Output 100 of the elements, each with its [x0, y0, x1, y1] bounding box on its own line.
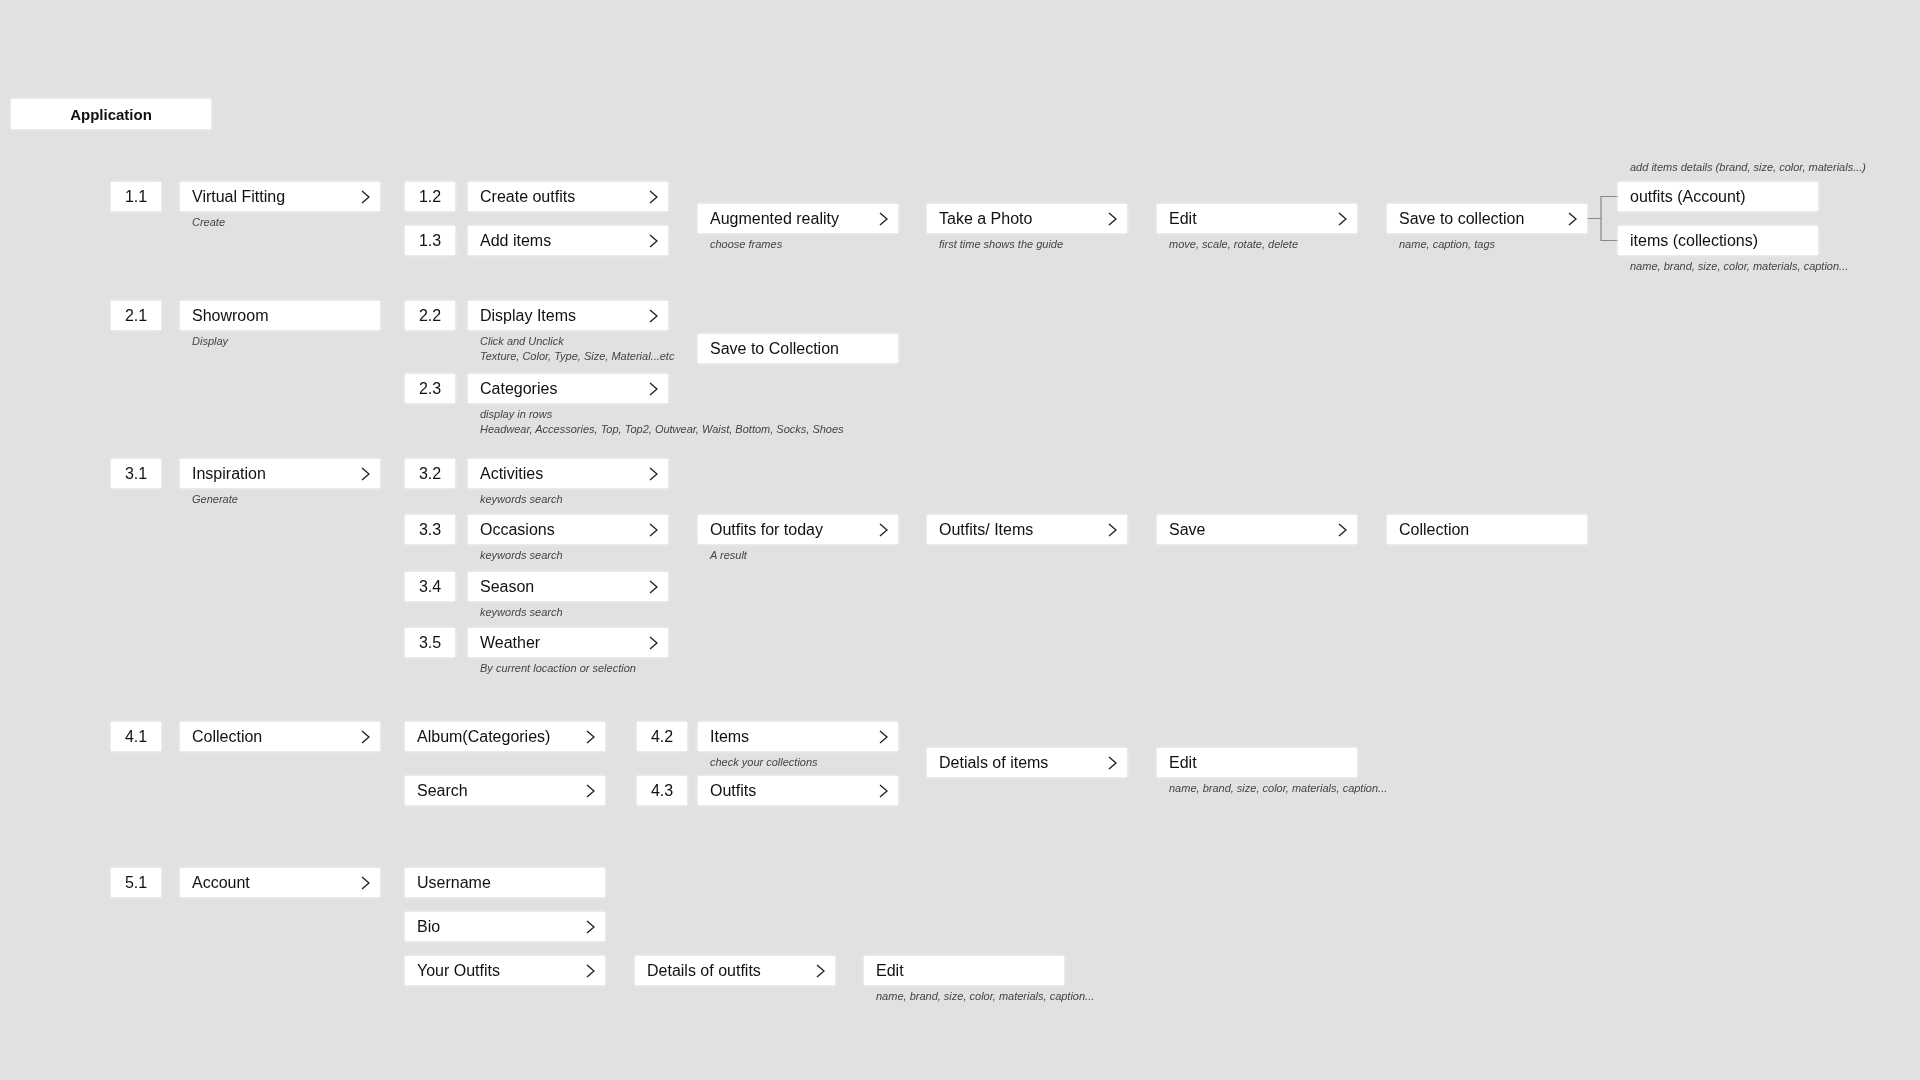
screen-box: [180, 722, 380, 751]
step-number: 3.3: [417, 521, 443, 539]
screen-label: Collection: [1399, 521, 1470, 539]
screen-label: Edit: [1169, 754, 1197, 772]
step-number: 5.1: [123, 874, 149, 892]
step-number: 3.5: [417, 634, 443, 652]
note-text: By current locaction or selection: [480, 661, 636, 676]
note-text: move, scale, rotate, delete: [1169, 237, 1298, 252]
note-text: keywords search: [480, 605, 563, 620]
step-number: 2.2: [417, 307, 443, 325]
screen-label: Detials of items: [939, 754, 1049, 772]
note-text: keywords search: [480, 492, 563, 507]
step-number: 3.1: [123, 465, 149, 483]
screen-box: [468, 182, 668, 211]
number-box: [637, 776, 687, 805]
screen-label: Inspiration: [192, 465, 266, 483]
note-text: name, caption, tags: [1399, 237, 1495, 252]
screen-label: Save to collection: [1399, 210, 1525, 228]
number-box: [405, 572, 455, 601]
step-number: 1.2: [417, 188, 443, 206]
screen-label: Occasions: [480, 521, 555, 539]
screen-box: [635, 956, 835, 985]
screen-label: Virtual Fitting: [192, 188, 286, 206]
screen-label: Showroom: [192, 307, 269, 325]
step-number: 4.2: [649, 728, 675, 746]
note-text: name, brand, size, color, materials, caption...: [1169, 781, 1388, 796]
connector-line: [1586, 217, 1619, 242]
screen-label: Season: [480, 578, 535, 596]
note-text: A result: [710, 548, 747, 563]
screen-box: [1157, 515, 1357, 544]
screen-label: Collection: [192, 728, 263, 746]
note-text: Create: [192, 215, 226, 230]
number-box: [111, 301, 161, 330]
number-box: [111, 182, 161, 211]
screen-label: Outfits for today: [710, 521, 823, 539]
step-number: 4.1: [123, 728, 149, 746]
note-text: display in rows Headwear, Accessories, Top, Top2, Outwear, Waist, Bottom, Socks, Shoes: [480, 407, 844, 437]
screen-label: Edit: [1169, 210, 1197, 228]
step-number: 3.4: [417, 578, 443, 596]
step-number: 1.1: [123, 188, 149, 206]
number-box: [637, 722, 687, 751]
screen-box: [698, 334, 898, 363]
screen-label: Search: [417, 782, 468, 800]
screen-box: [698, 776, 898, 805]
screen-label: Account: [192, 874, 250, 892]
note-text: check your collections: [710, 755, 818, 770]
screen-label: items (collections): [1630, 232, 1759, 250]
note-text: first time shows the guide: [939, 237, 1064, 252]
step-number: 2.3: [417, 380, 443, 398]
screen-box: [1387, 515, 1587, 544]
note-text: name, brand, size, color, materials, caption...: [1630, 259, 1849, 274]
screen-label: Create outfits: [480, 188, 576, 206]
screen-box: [180, 868, 380, 897]
screen-label: Outfits/ Items: [939, 521, 1034, 539]
note-text: add items details (brand, size, color, materials...): [1630, 160, 1866, 175]
screen-label: Display Items: [480, 307, 577, 325]
title-text: Application: [69, 106, 153, 123]
title-box: [11, 99, 211, 129]
screen-box: [405, 956, 605, 985]
number-box: [405, 628, 455, 657]
screen-label: Save: [1169, 521, 1206, 539]
number-box: [405, 226, 455, 255]
screen-box: [405, 776, 605, 805]
screen-box: [405, 912, 605, 941]
step-number: 1.3: [417, 232, 443, 250]
screen-box: [927, 748, 1127, 777]
screen-label: Save to Collection: [710, 340, 839, 358]
screen-label: Augmented reality: [710, 210, 839, 228]
screen-label: Edit: [876, 962, 904, 980]
screen-label: Username: [417, 874, 491, 892]
screen-label: outfits (Account): [1630, 188, 1746, 206]
number-box: [111, 868, 161, 897]
number-box: [405, 182, 455, 211]
screen-label: Weather: [480, 634, 541, 652]
screen-label: Details of outfits: [647, 962, 761, 980]
step-number: 3.2: [417, 465, 443, 483]
screen-label: Activities: [480, 465, 544, 483]
screen-label: Album(Categories): [417, 728, 551, 746]
screen-box: [468, 226, 668, 255]
screen-box: [927, 515, 1127, 544]
number-box: [405, 515, 455, 544]
number-box: [111, 722, 161, 751]
step-number: 2.1: [123, 307, 149, 325]
screen-box: [405, 722, 605, 751]
screen-label: Items: [710, 728, 750, 746]
screen-label: Bio: [417, 918, 441, 936]
screen-label: Add items: [480, 232, 552, 250]
note-text: Generate: [192, 492, 238, 507]
screen-label: Categories: [480, 380, 558, 398]
number-box: [111, 459, 161, 488]
number-box: [405, 301, 455, 330]
number-box: [405, 459, 455, 488]
note-text: choose frames: [710, 237, 783, 252]
note-text: name, brand, size, color, materials, caption...: [876, 989, 1095, 1004]
step-number: 4.3: [649, 782, 675, 800]
note-text: Click and Unclick Texture, Color, Type, Size, Material...etc: [480, 334, 675, 364]
screen-box: [405, 868, 605, 897]
number-box: [405, 374, 455, 403]
screen-label: Outfits: [710, 782, 757, 800]
note-text: Display: [192, 334, 229, 349]
